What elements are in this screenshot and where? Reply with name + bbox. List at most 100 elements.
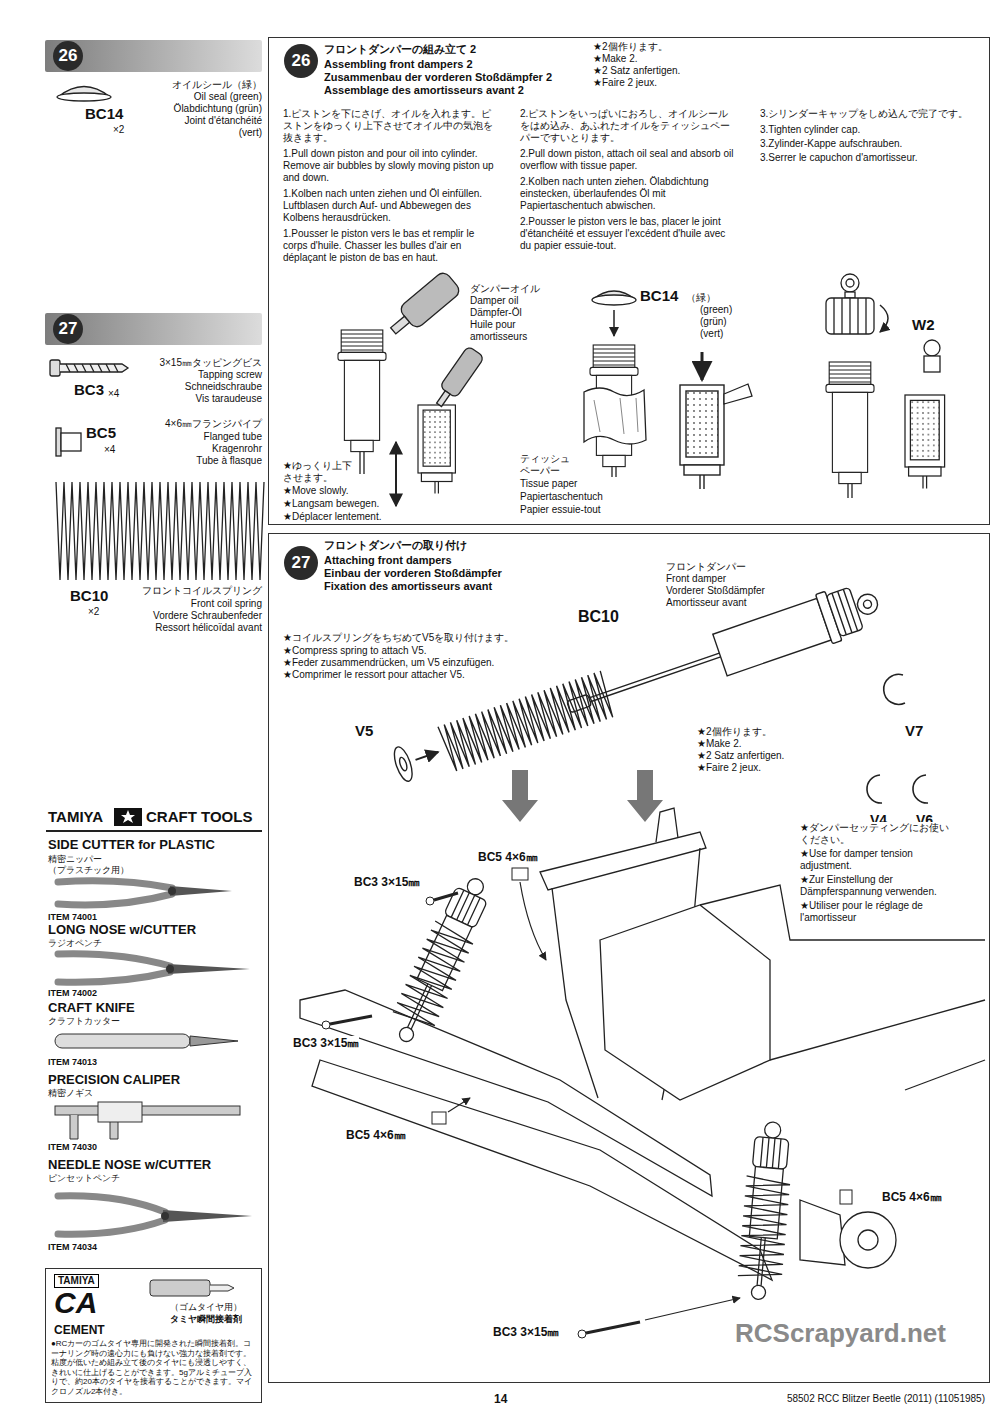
part-name: Vordere Schraubenfeder bbox=[132, 610, 262, 622]
brand-text: TAMIYA bbox=[54, 1274, 99, 1288]
item-number: ITEM 74002 bbox=[48, 988, 97, 999]
note-text: ★Déplacer lentement. bbox=[283, 511, 381, 523]
instruction-text: 2.ピストンをいっぱいにおろし、オイルシールをはめ込み、あふれたオイルをティッシ… bbox=[520, 108, 738, 144]
note-text: ★2個作ります。 bbox=[593, 41, 668, 53]
part-code: BC3 3×15㎜ bbox=[493, 1325, 559, 1339]
cement-box: TAMIYACA CEMENT （ゴムタイヤ用） タミヤ瞬間接着剤 ●RCカーのゴムタイ… bbox=[45, 1268, 262, 1403]
note-text: ★Utiliser pour le réglage de l'amortisse… bbox=[800, 900, 950, 924]
step-number: 26 bbox=[53, 41, 83, 71]
part-name: Front coil spring bbox=[132, 598, 262, 610]
page-number: 14 bbox=[494, 1392, 507, 1406]
note-text: ★ゆっくり上下させます。 bbox=[283, 460, 355, 484]
step-title: Fixation des amortisseurs avant bbox=[324, 580, 492, 593]
callout-label: ティッシュペーパー bbox=[520, 453, 575, 477]
tool-name: PRECISION CALIPER bbox=[48, 1072, 180, 1088]
note-text: ★2 Satz anfertigen. bbox=[697, 750, 784, 762]
part-name: Tapping screw bbox=[132, 369, 262, 381]
product-name: タミヤ瞬間接着剤 bbox=[170, 1314, 242, 1325]
tool-name: 精密ノギス bbox=[48, 1088, 93, 1099]
part-code: BC10 bbox=[70, 587, 108, 605]
quantity: ×2 bbox=[88, 606, 99, 618]
part-code: BC5 4×6㎜ bbox=[478, 850, 538, 864]
part-name: Vis taraudeuse bbox=[132, 393, 262, 405]
instruction-text: 1.Pull down piston and pour oil into cyl… bbox=[283, 148, 498, 184]
step-title: フロントダンパーの組み立て 2 bbox=[324, 43, 476, 56]
instruction-text: 3.Tighten cylinder cap. bbox=[760, 124, 985, 136]
note-text: ★Comprimer le ressort pour attacher V5. bbox=[283, 669, 465, 681]
step-number: 27 bbox=[284, 553, 318, 573]
instruction-text: 2.Pull down piston, attach oil seal and … bbox=[520, 148, 738, 172]
brand-text: CA bbox=[54, 1285, 97, 1321]
tool-name: ラジオペンチ bbox=[48, 938, 102, 949]
part-code: BC14 bbox=[640, 287, 678, 305]
callout-label: Amortisseur avant bbox=[666, 597, 747, 609]
item-number: ITEM 74030 bbox=[48, 1142, 97, 1153]
part-name: オイルシール（緑） bbox=[132, 79, 262, 91]
callout-label: Papiertaschentuch bbox=[520, 491, 603, 503]
note-text: ★Feder zusammendrücken, um V5 einzufügen… bbox=[283, 657, 494, 669]
instruction-text: 1.Kolben nach unten ziehen und Öl einfül… bbox=[283, 188, 498, 224]
footer-text: 58502 RCC Blitzer Beetle (2011) (1105198… bbox=[690, 1393, 985, 1405]
callout-label: Huile pour amortisseurs bbox=[470, 319, 550, 343]
note-text: ★Make 2. bbox=[593, 53, 638, 65]
callout-label: (grün) bbox=[700, 316, 727, 328]
part-name: Ölabdichtung (grün) bbox=[132, 103, 262, 115]
watermark: RCScrapyard.net bbox=[735, 1318, 946, 1349]
note-text: ★Langsam bewegen. bbox=[283, 498, 379, 510]
note-text: ★コイルスプリングをちぢめてV5を取り付けます。 bbox=[283, 632, 514, 644]
part-name: 3×15㎜タッピングビス bbox=[132, 357, 262, 369]
callout-label: (green) bbox=[700, 304, 732, 316]
callout-label: （緑） bbox=[686, 292, 716, 304]
note-text: ★2個作ります。 bbox=[697, 726, 772, 738]
section-heading: CRAFT TOOLS bbox=[146, 808, 252, 826]
tool-name: （プラスチック用） bbox=[48, 865, 129, 876]
callout-label: Damper oil bbox=[470, 295, 518, 307]
note-text: ★Zur Einstellung der Dämpferspannung ver… bbox=[800, 874, 950, 898]
part-name: Kragenrohr bbox=[132, 443, 262, 455]
part-name: Ressort hélicoïdal avant bbox=[132, 622, 262, 634]
note-text: ★Faire 2 jeux. bbox=[593, 77, 657, 89]
step-title: Einbau der vorderen Stoßdämpfer bbox=[324, 567, 502, 580]
product-description: ●RCカーのゴムタイヤ専用に開発された瞬間接着剤。コーナリング時の遠心力にも負け… bbox=[51, 1339, 258, 1397]
tool-name: LONG NOSE w/CUTTER bbox=[48, 922, 196, 938]
quantity: ×4 bbox=[104, 444, 115, 456]
item-number: ITEM 74013 bbox=[48, 1057, 97, 1068]
part-code: V7 bbox=[905, 722, 923, 740]
step-title: Zusammenbau der vorderen Stoßdämpfer 2 bbox=[324, 71, 552, 84]
product-note: （ゴムタイヤ用） bbox=[170, 1302, 242, 1312]
part-code: BC5 bbox=[86, 424, 116, 442]
callout-label: Papier essuie-tout bbox=[520, 504, 601, 516]
tool-name: SIDE CUTTER for PLASTIC bbox=[48, 837, 215, 853]
part-code: BC3 bbox=[74, 381, 104, 399]
part-name: 4×6㎜フランジパイプ bbox=[132, 418, 262, 430]
tool-name: クラフトカッター bbox=[48, 1016, 120, 1027]
callout-label: Front damper bbox=[666, 573, 726, 585]
quantity: ×4 bbox=[108, 388, 119, 400]
step-header-bar: 27 bbox=[45, 313, 262, 345]
note-text: ★Compress spring to attach V5. bbox=[283, 645, 426, 657]
instruction-text: 2.Pousser le piston vers le bas, placer … bbox=[520, 216, 738, 252]
part-code: W2 bbox=[912, 316, 935, 334]
tool-name: NEEDLE NOSE w/CUTTER bbox=[48, 1157, 211, 1173]
quantity: ×2 bbox=[113, 124, 124, 136]
brand-text: CEMENT bbox=[54, 1323, 105, 1337]
step-badge: 26 bbox=[284, 44, 318, 78]
item-number: ITEM 74034 bbox=[48, 1242, 97, 1253]
instruction-text: 3.Serrer le capuchon d'amortisseur. bbox=[760, 152, 985, 164]
part-code: BC10 bbox=[578, 607, 619, 626]
part-name: Flanged tube bbox=[132, 431, 262, 443]
step-title: Assembling front dampers 2 bbox=[324, 58, 473, 71]
callout-label: Dämpfer-Öl bbox=[470, 307, 522, 319]
callout-label: フロントダンパー bbox=[666, 561, 746, 573]
part-code: V5 bbox=[355, 722, 373, 740]
note-text: ★2 Satz anfertigen. bbox=[593, 65, 680, 77]
callout-label: (vert) bbox=[700, 328, 723, 340]
callout-label: Vorderer Stoßdämpfer bbox=[666, 585, 765, 597]
brand-text: TAMIYA bbox=[48, 808, 103, 826]
callout-label: ダンパーオイル bbox=[470, 283, 540, 295]
part-name: フロントコイルスプリング bbox=[132, 585, 262, 597]
note-text: ★Faire 2 jeux. bbox=[697, 762, 761, 774]
tool-name: 精密ニッパー bbox=[48, 854, 102, 865]
